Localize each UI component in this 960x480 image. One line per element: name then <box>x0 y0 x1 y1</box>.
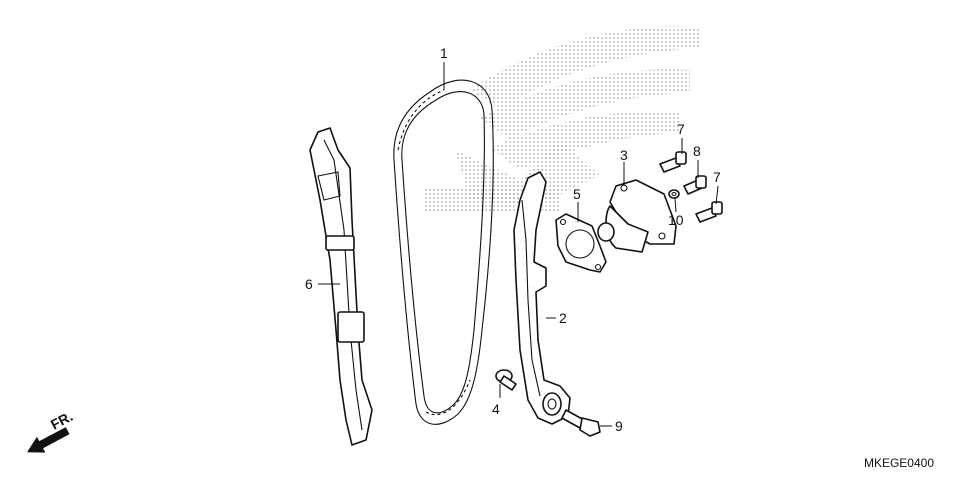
callout-1: 1 <box>440 45 448 61</box>
part-5-gasket <box>555 213 607 273</box>
callout-4: 4 <box>492 401 500 417</box>
part-4-pin <box>495 369 517 391</box>
callout-2: 2 <box>559 310 567 326</box>
callout-10: 10 <box>668 212 684 228</box>
leader-lines <box>318 62 719 427</box>
part-9-pivot-bolt <box>561 409 601 437</box>
part-7-bolt-lower <box>695 201 723 223</box>
arrow-down-left-icon <box>27 427 70 453</box>
part-8-bolt <box>683 175 707 195</box>
part-6-chain-guide <box>309 127 373 446</box>
part-7-bolt-upper <box>659 151 687 173</box>
part-3-tensioner-lifter <box>597 179 677 253</box>
callout-7-lower: 7 <box>713 169 721 185</box>
part-10-washer <box>668 189 680 199</box>
diagram-code: MKEGE0400 <box>863 456 934 470</box>
direction-label: FR. <box>48 408 75 433</box>
callout-5: 5 <box>573 186 581 202</box>
callout-6: 6 <box>305 276 313 292</box>
part-2-tensioner-arm <box>513 171 571 425</box>
callout-3: 3 <box>620 147 628 163</box>
callout-8: 8 <box>693 143 701 159</box>
part-1-cam-chain <box>393 79 494 425</box>
callout-7-upper: 7 <box>677 121 685 137</box>
callout-9: 9 <box>615 418 623 434</box>
wing-logo-watermark <box>425 26 700 212</box>
